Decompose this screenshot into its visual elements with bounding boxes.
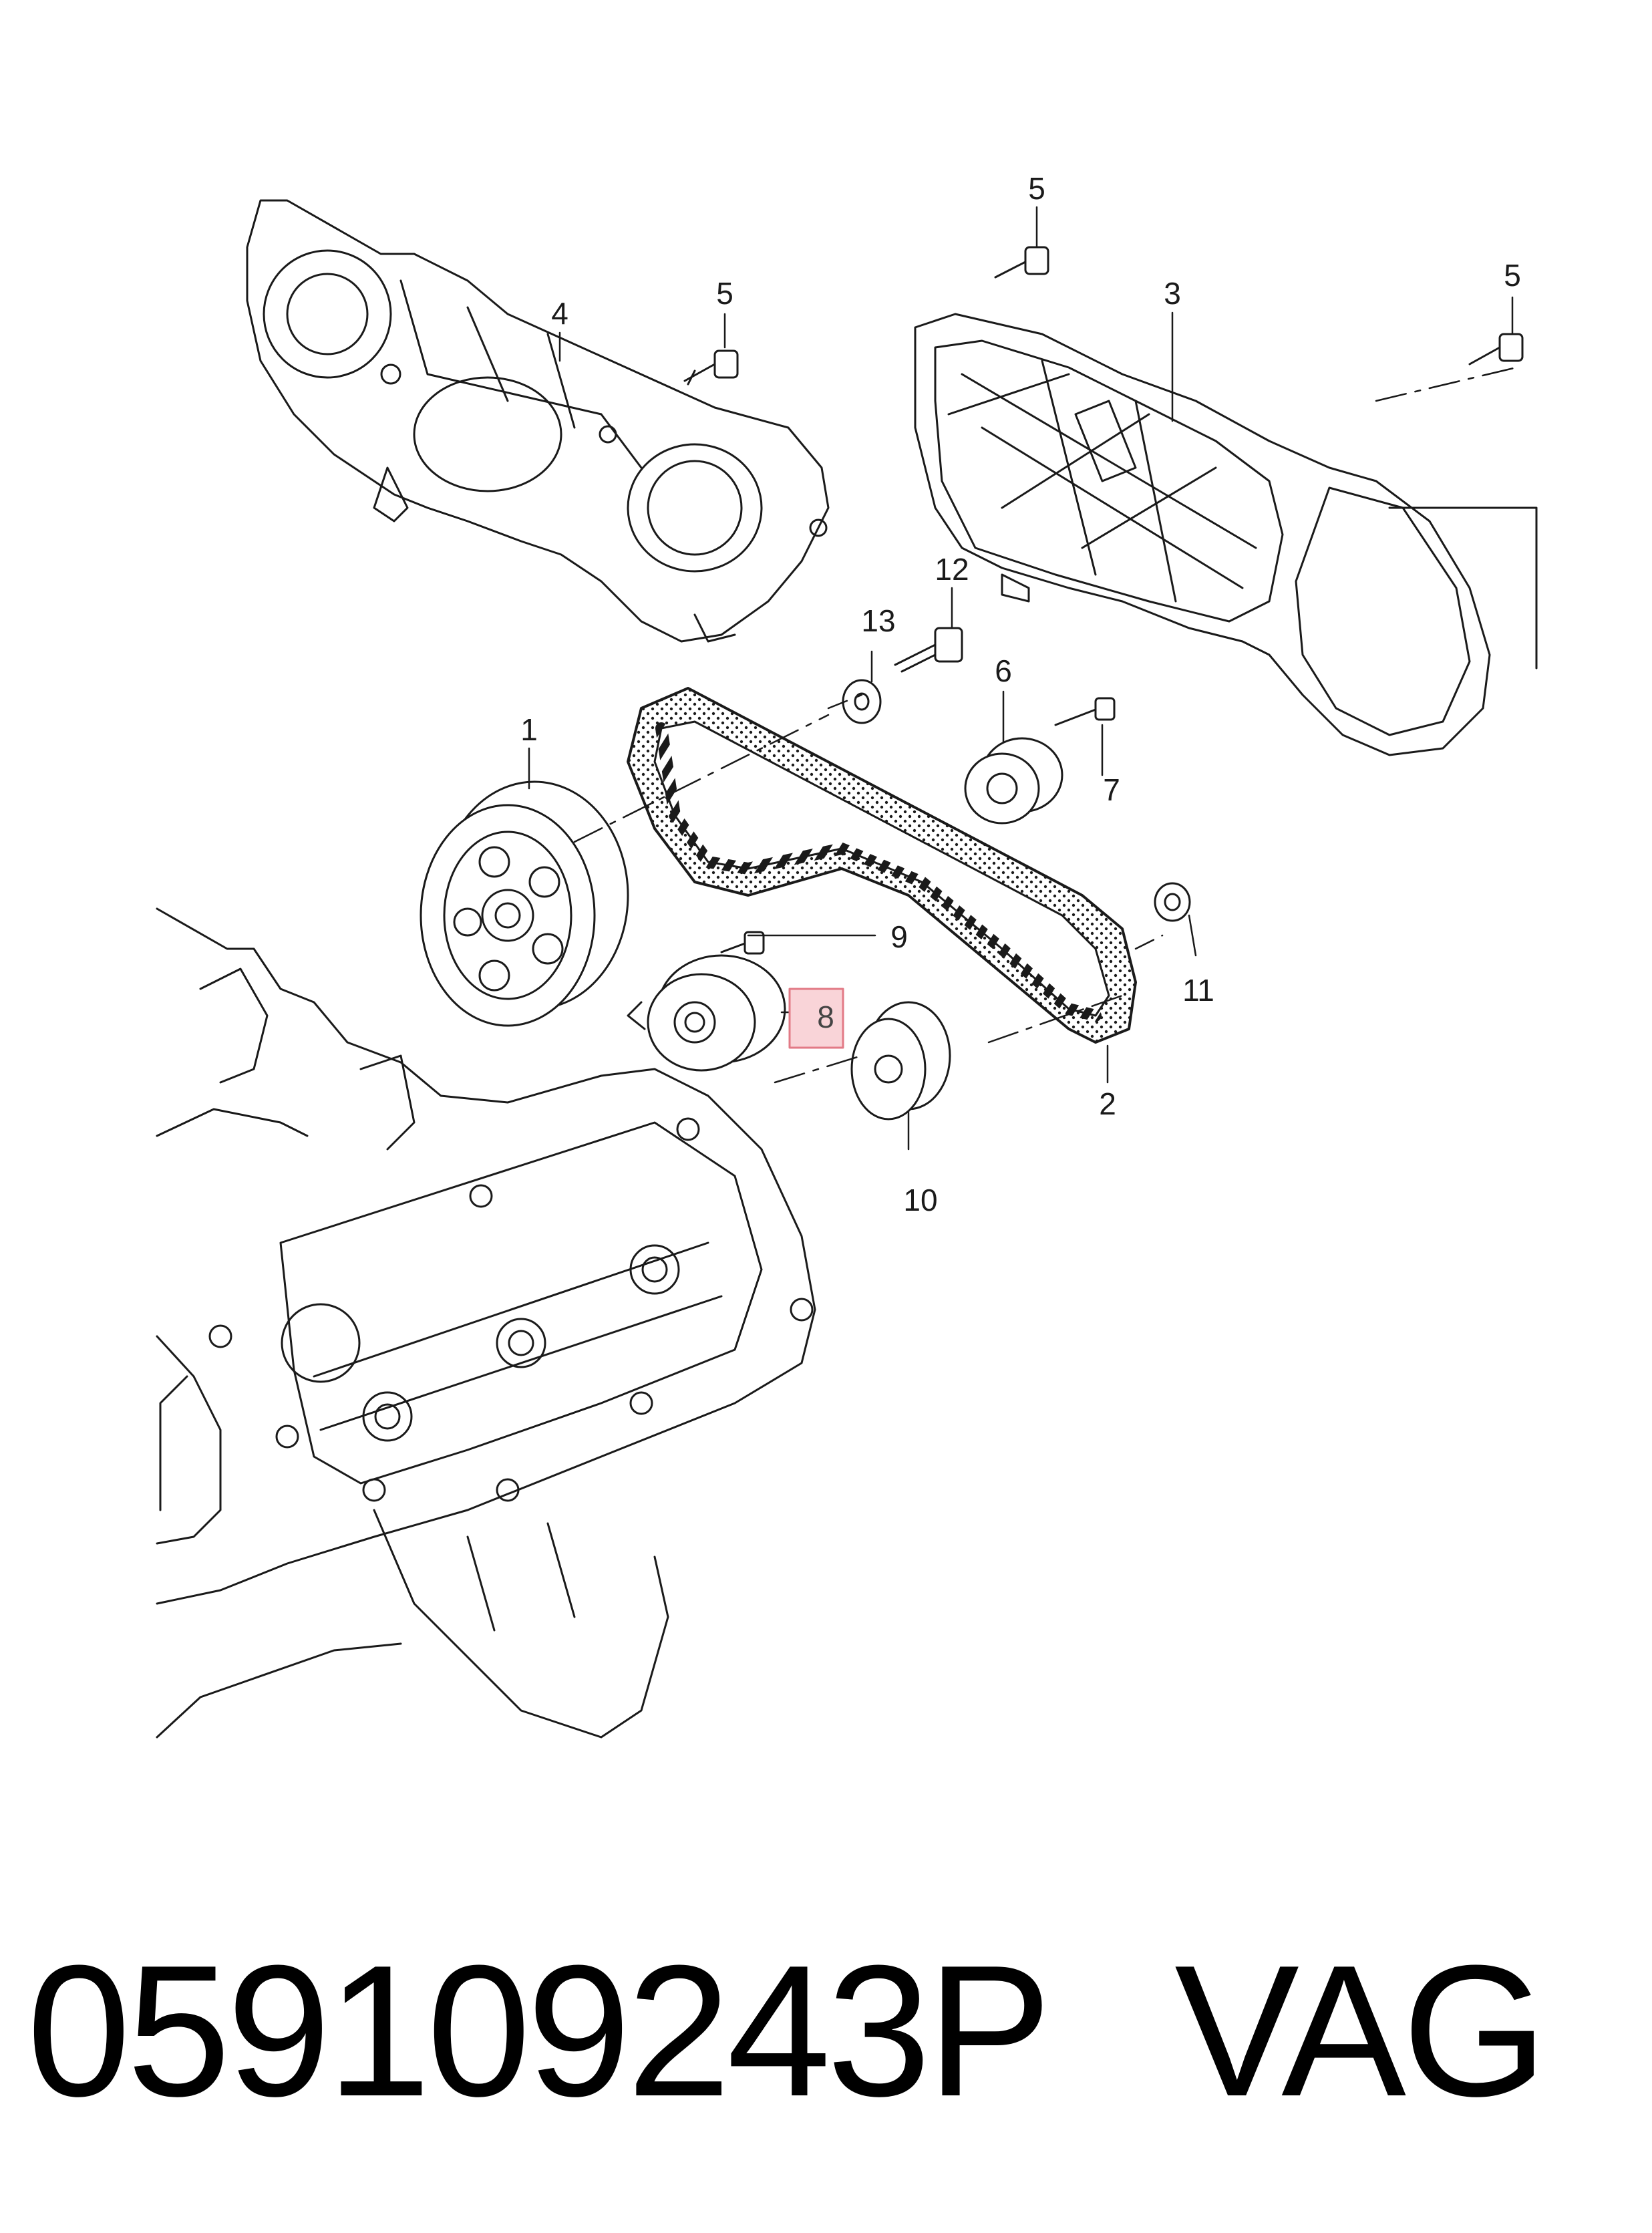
callout-5b: 5 <box>1028 171 1045 206</box>
camshaft-sprocket <box>420 780 629 1027</box>
timing-belt <box>627 687 1137 1044</box>
callout-10: 10 <box>903 1183 937 1217</box>
inner-timing-cover <box>246 199 830 643</box>
sprocket-bolt <box>894 627 963 673</box>
callout-5a: 5 <box>716 276 733 311</box>
idler-roller <box>964 697 1116 825</box>
callout-6: 6 <box>995 653 1012 688</box>
brand-name: VAG <box>1174 1927 1548 2135</box>
nut <box>1154 882 1191 922</box>
outer-timing-cover <box>914 313 1538 756</box>
callout-1: 1 <box>520 712 538 747</box>
callout-12: 12 <box>935 552 969 587</box>
washer <box>842 679 882 724</box>
callout-5c: 5 <box>1504 258 1521 293</box>
cover-bolt-left <box>683 349 739 386</box>
timing-belt-tensioner <box>627 931 786 1072</box>
callout-8: 8 <box>817 1000 834 1034</box>
crankshaft-sprocket <box>850 1001 951 1121</box>
callout-11: 11 <box>1182 973 1214 1008</box>
callout-2: 2 <box>1099 1086 1116 1121</box>
cover-bolt-top <box>994 246 1049 279</box>
callout-13: 13 <box>861 603 895 638</box>
cover-bolt-right <box>1468 333 1524 365</box>
callout-3: 3 <box>1164 276 1181 311</box>
highlight-box <box>788 988 844 1049</box>
part-number: 059109243P <box>27 1927 1051 2135</box>
engine-block <box>156 907 816 1739</box>
callout-7: 7 <box>1103 772 1120 807</box>
callout-4: 4 <box>551 296 568 331</box>
callout-9: 9 <box>890 919 908 954</box>
